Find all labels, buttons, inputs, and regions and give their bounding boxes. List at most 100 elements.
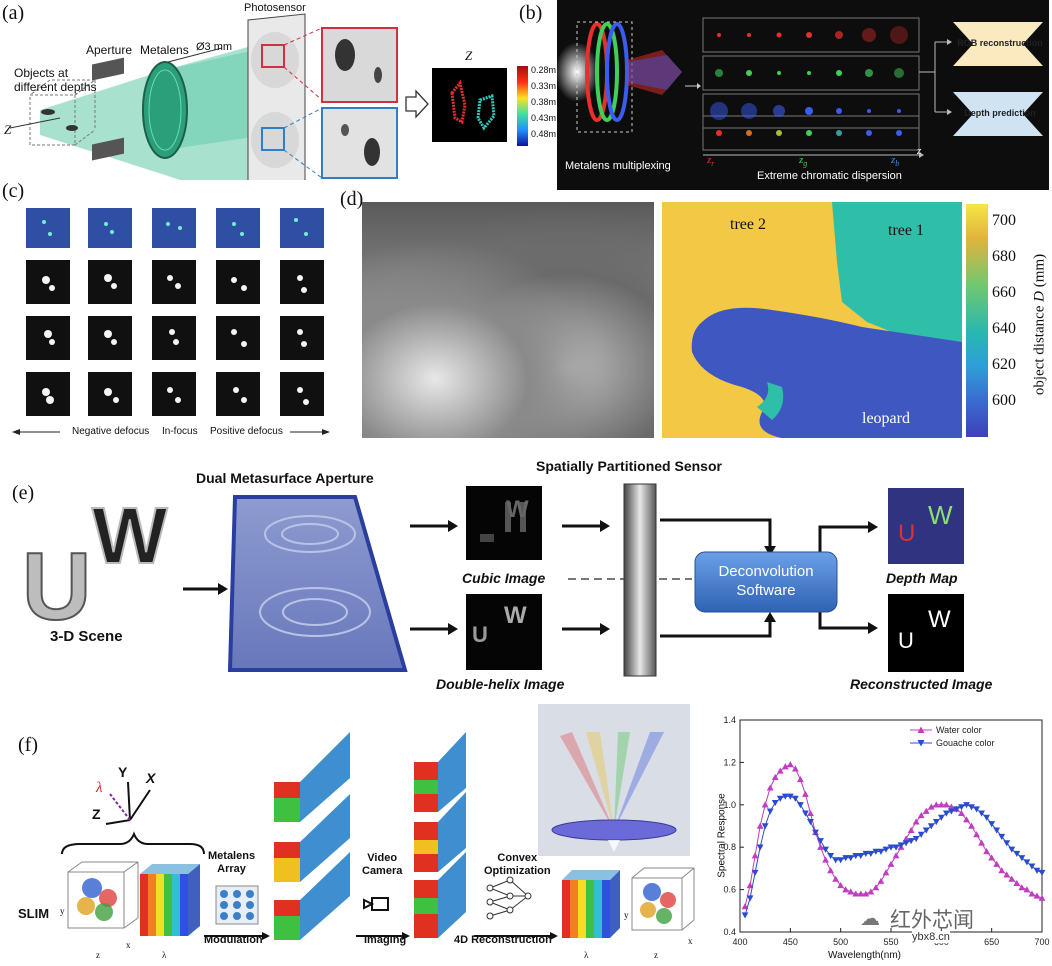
aperture-label: Aperture xyxy=(86,43,133,57)
data-point xyxy=(983,814,991,821)
panel-label-f: (f) xyxy=(18,734,38,756)
metalens-imaging-diagram xyxy=(9,13,528,180)
data-point xyxy=(907,838,915,845)
out-small-z: z xyxy=(654,950,658,960)
zr-label: zr xyxy=(707,154,714,168)
x-tick-label: 550 xyxy=(883,937,898,947)
depth-tick: 0.38m xyxy=(531,97,557,107)
data-point xyxy=(953,806,960,813)
data-point xyxy=(948,808,955,815)
zr-sub: r xyxy=(711,159,715,169)
rgb-reconstruction-label: RGB reconstruction xyxy=(957,38,1043,48)
data-point xyxy=(907,826,915,833)
data-point xyxy=(998,867,1006,874)
data-point xyxy=(993,860,1001,867)
zb-z: z xyxy=(891,154,896,166)
zg-sub: g xyxy=(803,159,808,169)
data-point xyxy=(857,852,865,860)
axis-z: Z xyxy=(92,806,101,822)
data-point xyxy=(802,810,809,817)
data-point xyxy=(781,793,789,800)
data-point xyxy=(797,775,804,783)
data-point xyxy=(1033,892,1041,899)
metalens-array-line1: Metalens xyxy=(208,850,256,862)
data-point xyxy=(746,895,754,902)
data-point xyxy=(927,803,935,810)
axis-z-top: Z xyxy=(465,48,473,63)
data-point xyxy=(958,804,965,811)
modulated-stack xyxy=(274,732,350,940)
data-point xyxy=(978,839,985,846)
objects-label-line2: different depths xyxy=(14,80,97,94)
metasurface-pipeline-diagram xyxy=(183,483,964,677)
data-point xyxy=(817,843,824,850)
chart-xlabel: Wavelength(nm) xyxy=(828,950,901,961)
data-point xyxy=(771,773,779,780)
colorbar-title-prefix: object distance xyxy=(1031,301,1048,396)
slim-pipeline-diagram xyxy=(61,704,695,940)
data-point xyxy=(902,840,910,847)
leopard-label: leopard xyxy=(862,410,910,427)
data-point xyxy=(988,821,996,828)
depth-tick: 0.43m xyxy=(531,113,557,123)
data-point xyxy=(822,856,829,863)
x-tick-label: 450 xyxy=(783,937,798,947)
spectral-response-chart: 4004505005506006507000.40.60.81.01.21.4W… xyxy=(700,708,1052,966)
depth-tick: 0.28m xyxy=(531,65,557,75)
panel-f: (f) xyxy=(0,702,700,966)
data-point xyxy=(897,842,905,849)
x-tick-label: 400 xyxy=(732,937,747,947)
video-camera-line2: Camera xyxy=(362,865,403,877)
zr-z: z xyxy=(707,154,712,166)
data-point xyxy=(812,829,819,836)
data-point xyxy=(978,810,985,817)
data-point xyxy=(751,869,759,877)
deconvolution-software-button[interactable]: Deconvolution Software xyxy=(695,562,837,600)
chart-svg: 4004505005506006507000.40.60.81.01.21.4W… xyxy=(723,715,1049,947)
data-point xyxy=(1033,867,1041,874)
data-point xyxy=(842,886,850,893)
depth-letter-u: U xyxy=(898,520,916,547)
scene-letter-w: W xyxy=(91,490,169,581)
panel-label-a: (a) xyxy=(2,2,25,24)
depth-colorbar xyxy=(966,204,988,437)
data-point xyxy=(892,852,900,859)
legend-label: Gouache color xyxy=(936,738,995,748)
legend-label: Water color xyxy=(936,725,982,735)
data-point xyxy=(817,838,824,845)
depth-tick: 680 xyxy=(992,248,1016,265)
data-point xyxy=(852,852,860,860)
data-point xyxy=(807,809,814,816)
data-point xyxy=(973,831,980,838)
video-camera-label: Video Camera xyxy=(362,852,402,878)
data-point xyxy=(741,912,749,919)
dispersion-label: Extreme chromatic dispersion xyxy=(757,170,902,182)
data-point xyxy=(1003,871,1011,878)
data-point xyxy=(963,816,970,823)
reconstruction-4d-label: 4D Reconstruction xyxy=(454,934,552,946)
data-point xyxy=(802,790,809,797)
helix-letter-w: W xyxy=(504,602,527,629)
data-point xyxy=(766,808,774,815)
depth-letter-w: W xyxy=(928,500,953,530)
depth-tick: 700 xyxy=(992,212,1016,229)
data-point xyxy=(922,807,930,814)
data-point xyxy=(807,819,814,826)
data-point xyxy=(822,846,829,853)
depth-map-image xyxy=(662,202,962,438)
panel-c: (c) xyxy=(0,180,340,450)
data-point xyxy=(963,802,970,809)
out-small-x: x xyxy=(688,936,693,946)
zg-z: z xyxy=(799,154,804,166)
plot-frame xyxy=(739,719,1043,933)
depth-tick: 620 xyxy=(992,356,1016,373)
convex-optimization-label: Convex Optimization xyxy=(484,852,551,878)
deconv-line1: Deconvolution xyxy=(718,563,814,580)
data-point xyxy=(887,844,895,851)
imaging-label: Imaging xyxy=(364,934,407,946)
data-point xyxy=(1023,886,1031,893)
data-point xyxy=(827,852,834,860)
data-point xyxy=(998,833,1006,840)
cubic-letter-w: W xyxy=(506,496,529,523)
convex-line1: Convex xyxy=(497,852,538,864)
